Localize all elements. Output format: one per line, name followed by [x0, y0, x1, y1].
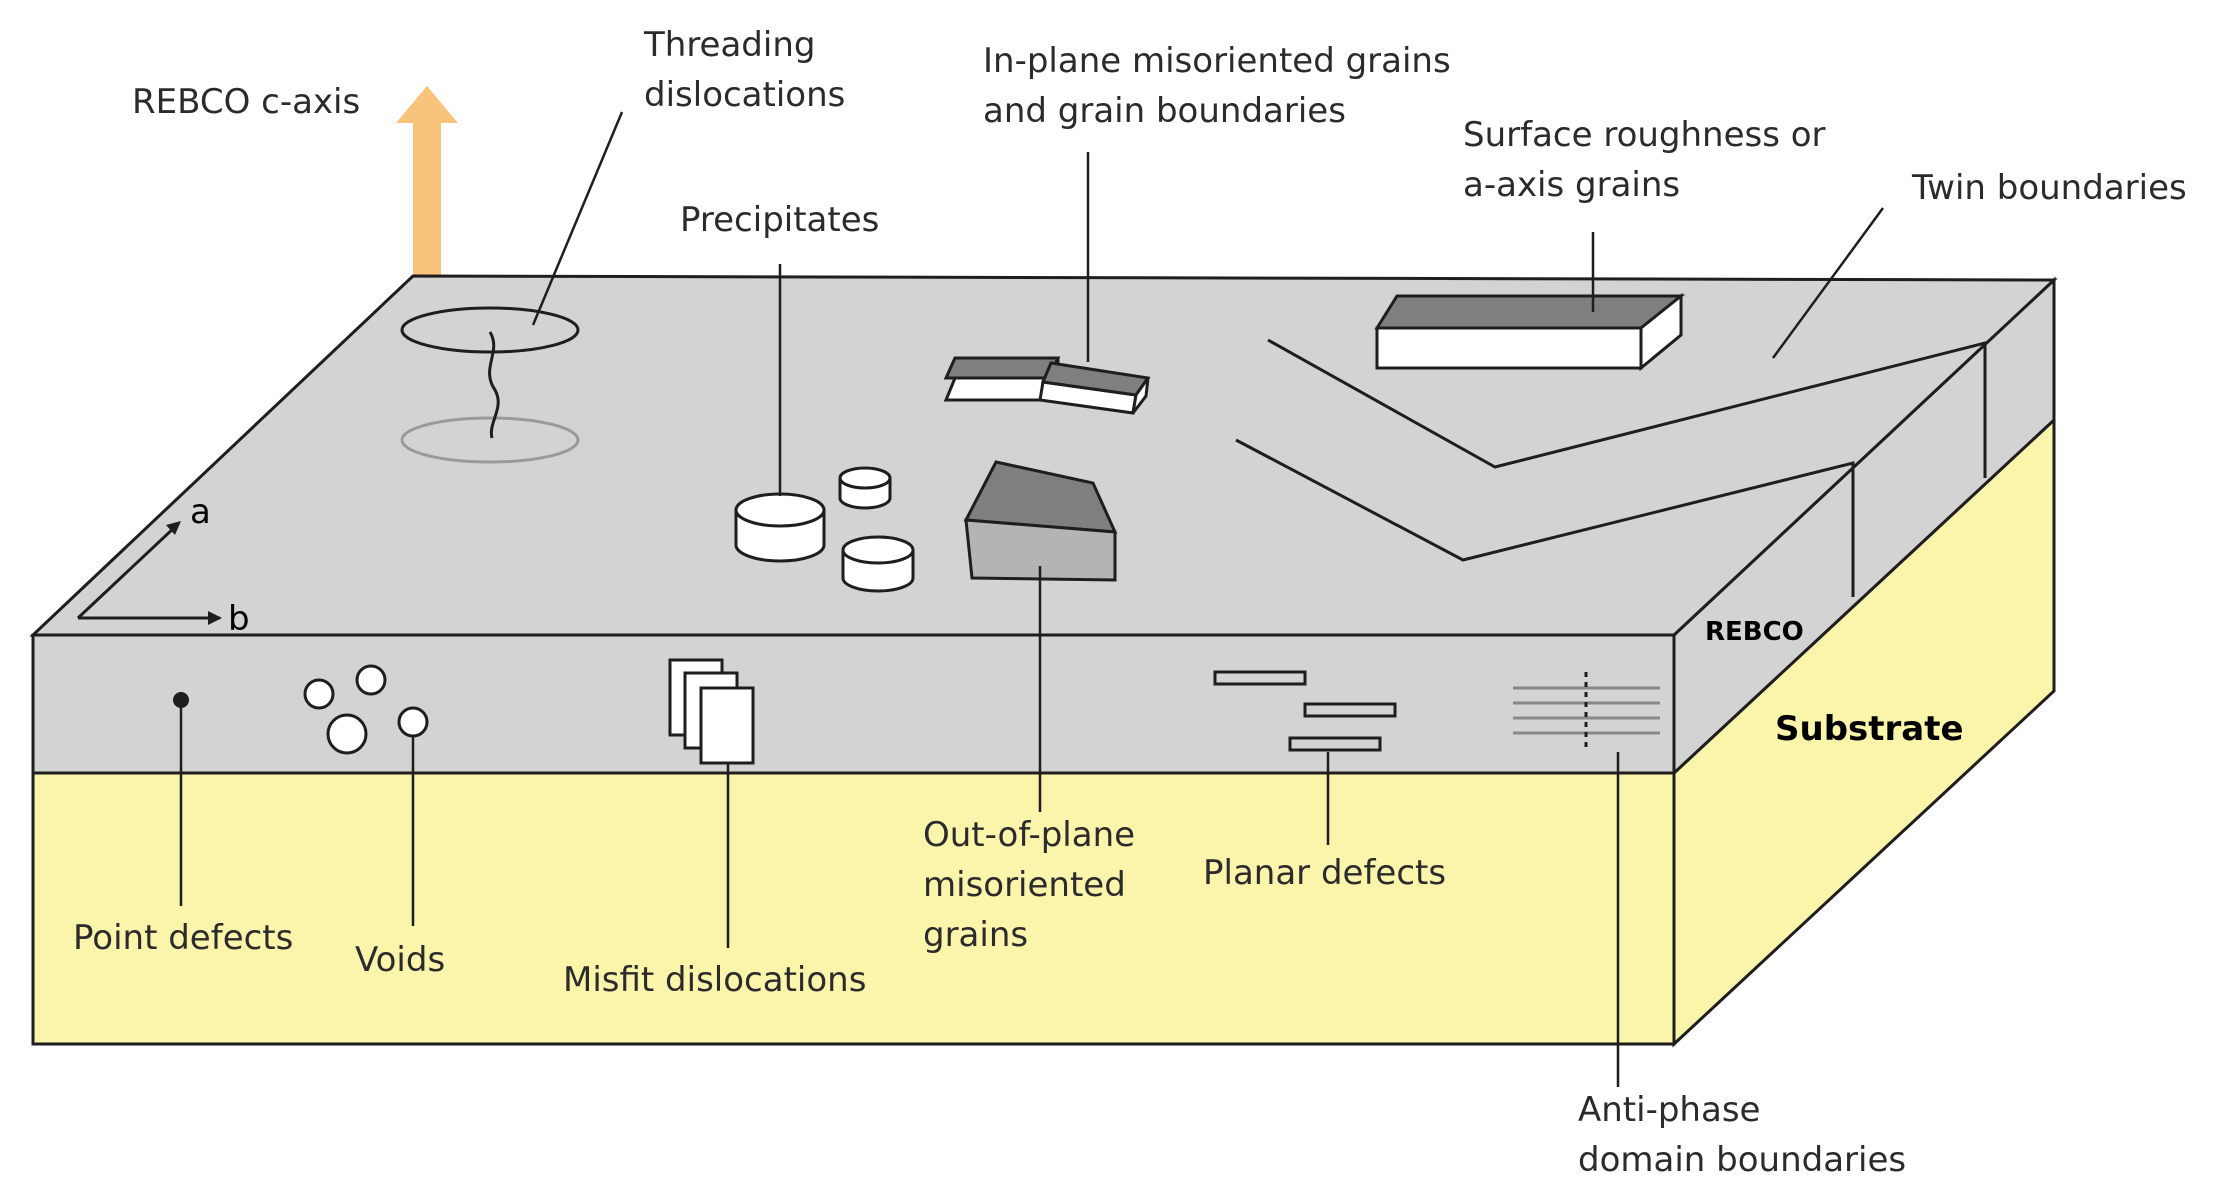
- twin-boundary-1: [1267, 338, 1987, 478]
- leader-lines: [179, 111, 1885, 1087]
- in-plane-line-2: and grain boundaries: [983, 91, 1346, 131]
- threading-line-2: dislocations: [644, 75, 846, 115]
- out-of-plane-grain: [963, 460, 1118, 582]
- axis-b-label: b: [228, 599, 250, 639]
- in-plane-grains: [943, 356, 1151, 415]
- ab-axes: a b: [76, 492, 250, 639]
- point-defect: [173, 692, 189, 708]
- threading-dislocations-label: Threading dislocations: [644, 20, 845, 120]
- out-of-plane-grains-label: Out-of-plane misoriented grains: [923, 810, 1135, 960]
- anti-phase-line-1: Anti-phase: [1578, 1090, 1761, 1130]
- voids-label: Voids: [355, 940, 446, 980]
- anti-phase-boundaries-label: Anti-phase domain boundaries: [1578, 1085, 1906, 1185]
- threading-line-1: Threading: [644, 25, 816, 65]
- out-of-plane-line-1: Out-of-plane: [923, 815, 1136, 855]
- surface-roughness-block: [1374, 292, 1686, 372]
- substrate-front: [31, 771, 1676, 1046]
- surface-roughness-line-1: Surface roughness or: [1463, 115, 1826, 155]
- precipitates-label: Precipitates: [680, 200, 880, 240]
- rebco-front: [31, 633, 1676, 775]
- axis-a-label: a: [190, 492, 211, 532]
- anti-phase-line-2: domain boundaries: [1578, 1140, 1907, 1180]
- precipitates: [734, 466, 915, 593]
- planar-defects: [1213, 670, 1397, 752]
- substrate-layer-label: Substrate: [1775, 709, 1964, 749]
- threading-dislocation: [400, 306, 580, 464]
- misfit-dislocations: [668, 658, 755, 765]
- twin-boundaries-label: Twin boundaries: [1912, 168, 2187, 208]
- voids: [303, 664, 429, 755]
- anti-phase-boundaries: [1513, 672, 1660, 752]
- misfit-dislocations-label: Misfit dislocations: [563, 960, 867, 1000]
- out-of-plane-line-3: grains: [923, 915, 1029, 955]
- c-axis-arrow: [396, 86, 458, 276]
- point-defects-label: Point defects: [73, 918, 294, 958]
- planar-defects-label: Planar defects: [1203, 853, 1447, 893]
- surface-roughness-line-2: a-axis grains: [1463, 165, 1681, 205]
- out-of-plane-line-2: misoriented: [923, 865, 1126, 905]
- rebco-layer-label: REBCO: [1705, 617, 1804, 647]
- in-plane-line-1: In-plane misoriented grains: [983, 41, 1451, 81]
- c-axis-label: REBCO c-axis: [132, 82, 361, 122]
- twin-boundary-2: [1235, 438, 1855, 597]
- surface-roughness-label: Surface roughness or a-axis grains: [1463, 110, 1826, 210]
- in-plane-grains-label: In-plane misoriented grains and grain bo…: [983, 36, 1451, 136]
